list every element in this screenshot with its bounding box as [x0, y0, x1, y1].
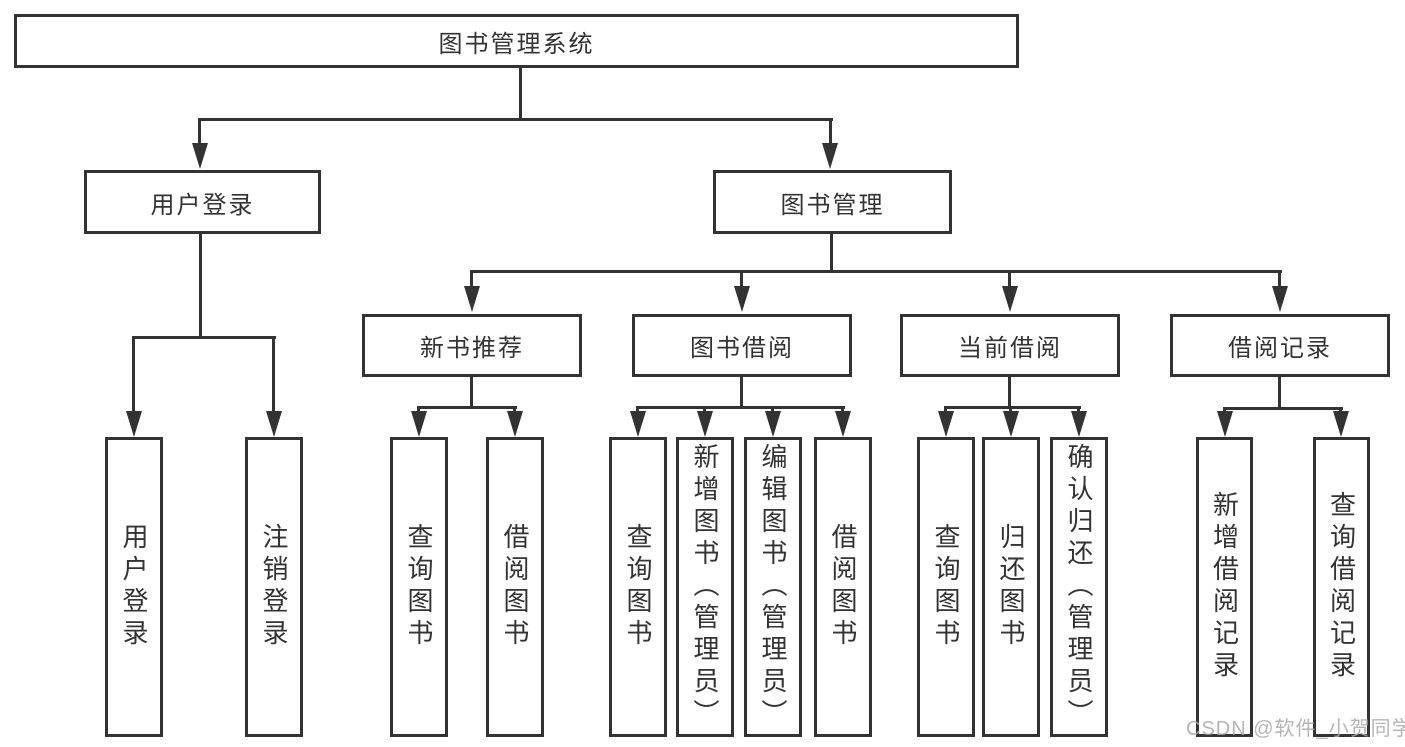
connector-line [1223, 407, 1343, 410]
connector-line [771, 406, 774, 414]
connector-line [198, 118, 201, 146]
leaf-return-book-label: 归还图书 [996, 523, 1026, 651]
leaf-borrow-books-2: 借阅图书 [814, 437, 872, 737]
node-new-book-recommend-label: 新书推荐 [420, 335, 524, 362]
connector-line [519, 66, 522, 120]
leaf-user-login-label: 用户登录 [119, 523, 149, 651]
node-borrow-records: 借阅记录 [1170, 314, 1390, 377]
leaf-edit-book-admin-label: 编辑图书（管理员） [758, 443, 788, 731]
arrowhead-down-icon [630, 411, 646, 437]
connector-line [417, 406, 517, 409]
connector-line [470, 270, 1282, 273]
arrowhead-down-icon [1217, 411, 1233, 437]
arrowhead-down-icon [126, 411, 142, 437]
leaf-confirm-return-admin: 确认归还（管理员） [1050, 437, 1108, 737]
connector-line [841, 406, 844, 414]
node-current-borrow-label: 当前借阅 [958, 335, 1062, 362]
arrowhead-down-icon [1333, 411, 1349, 437]
node-new-book-recommend: 新书推荐 [362, 314, 582, 377]
leaf-logout-login-label: 注销登录 [259, 523, 289, 651]
leaf-add-book-admin: 新增图书（管理员） [676, 437, 734, 737]
connector-line [944, 406, 1081, 409]
leaf-add-book-admin-label: 新增图书（管理员） [690, 443, 720, 731]
connector-line [470, 376, 473, 408]
leaf-query-books-2-label: 查询图书 [623, 523, 653, 651]
node-borrow-records-label: 借阅记录 [1228, 335, 1332, 362]
leaf-query-books-3: 查询图书 [917, 437, 975, 737]
connector-line [132, 336, 276, 339]
arrowhead-down-icon [192, 143, 208, 169]
connector-line [1009, 406, 1012, 414]
arrowhead-down-icon [765, 411, 781, 437]
leaf-query-books-1: 查询图书 [390, 437, 448, 737]
connector-line [740, 376, 743, 408]
connector-line [1278, 376, 1281, 409]
watermark-text: CSDN @软件_小贺同学 [1186, 718, 1405, 740]
connector-line [636, 406, 845, 409]
node-user-login-label: 用户登录 [150, 191, 255, 219]
leaf-confirm-return-admin-label: 确认归还（管理员） [1064, 443, 1094, 731]
arrowhead-down-icon [835, 411, 851, 437]
node-user-login: 用户登录 [84, 170, 321, 234]
node-root-label: 图书管理系统 [438, 30, 595, 58]
arrowhead-down-icon [1272, 286, 1288, 312]
arrowhead-down-icon [411, 411, 427, 437]
connector-line [1008, 270, 1011, 288]
connector-line [272, 336, 275, 412]
leaf-query-books-3-label: 查询图书 [931, 523, 961, 651]
arrowhead-down-icon [1003, 411, 1019, 437]
connector-line [636, 406, 639, 414]
connector-line [829, 118, 832, 146]
arrowhead-down-icon [1002, 286, 1018, 312]
connector-line [470, 270, 473, 288]
arrowhead-down-icon [938, 411, 954, 437]
node-book-borrow: 图书借阅 [632, 314, 852, 377]
node-book-management: 图书管理 [713, 170, 952, 234]
leaf-query-borrow-record: 查询借阅记录 [1313, 437, 1370, 737]
node-current-borrow: 当前借阅 [900, 314, 1120, 377]
connector-line [1008, 376, 1011, 408]
connector-line [1278, 270, 1281, 288]
arrowhead-down-icon [1071, 411, 1087, 437]
leaf-user-login: 用户登录 [105, 437, 163, 737]
arrowhead-down-icon [822, 143, 838, 169]
connector-line [703, 406, 706, 414]
leaf-borrow-books-2-label: 借阅图书 [828, 523, 858, 651]
connector-line [417, 406, 420, 414]
leaf-query-borrow-record-label: 查询借阅记录 [1326, 491, 1357, 683]
leaf-borrow-books-1-label: 借阅图书 [500, 523, 530, 651]
connector-line [132, 336, 135, 412]
node-root: 图书管理系统 [14, 14, 1019, 68]
connector-line [1077, 406, 1080, 414]
node-book-management-label: 图书管理 [780, 191, 885, 219]
connector-line [944, 406, 947, 414]
arrowhead-down-icon [734, 286, 750, 312]
arrowhead-down-icon [697, 411, 713, 437]
connector-line [199, 234, 202, 338]
leaf-return-book: 归还图书 [982, 437, 1040, 737]
arrowhead-down-icon [464, 286, 480, 312]
leaf-add-borrow-record-label: 新增借阅记录 [1209, 491, 1240, 683]
leaf-borrow-books-1: 借阅图书 [486, 437, 544, 737]
leaf-query-books-2: 查询图书 [609, 437, 667, 737]
connector-line [513, 406, 516, 414]
leaf-add-borrow-record: 新增借阅记录 [1196, 437, 1253, 737]
connector-line [740, 270, 743, 288]
connector-line [830, 234, 833, 272]
leaf-query-books-1-label: 查询图书 [404, 523, 434, 651]
leaf-logout-login: 注销登录 [245, 437, 303, 737]
arrowhead-down-icon [507, 411, 523, 437]
node-book-borrow-label: 图书借阅 [690, 335, 794, 362]
arrowhead-down-icon [266, 411, 282, 437]
connector-line [199, 118, 833, 121]
leaf-edit-book-admin: 编辑图书（管理员） [744, 437, 802, 737]
